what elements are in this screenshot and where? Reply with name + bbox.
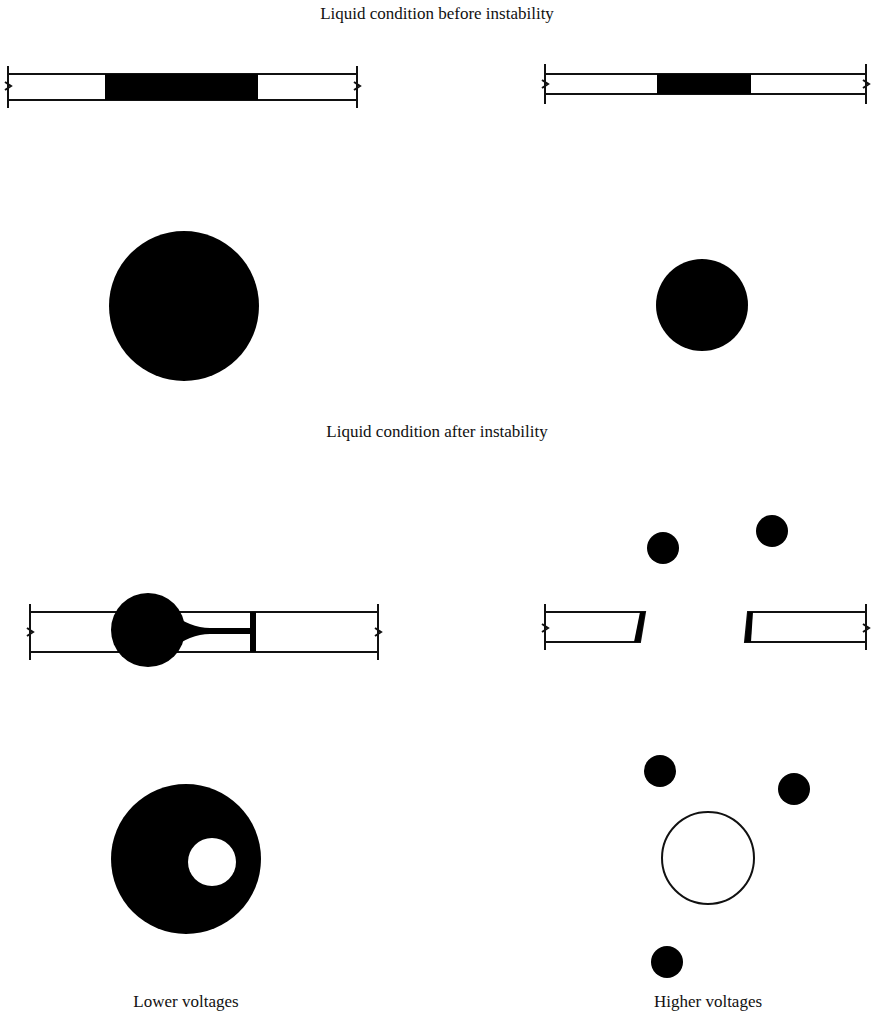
section-heading: Liquid condition before instability xyxy=(320,4,554,24)
caption-label: Lower voltages xyxy=(133,992,238,1012)
section-heading: Liquid condition after instability xyxy=(326,422,547,442)
caption-label: Higher voltages xyxy=(654,992,762,1012)
